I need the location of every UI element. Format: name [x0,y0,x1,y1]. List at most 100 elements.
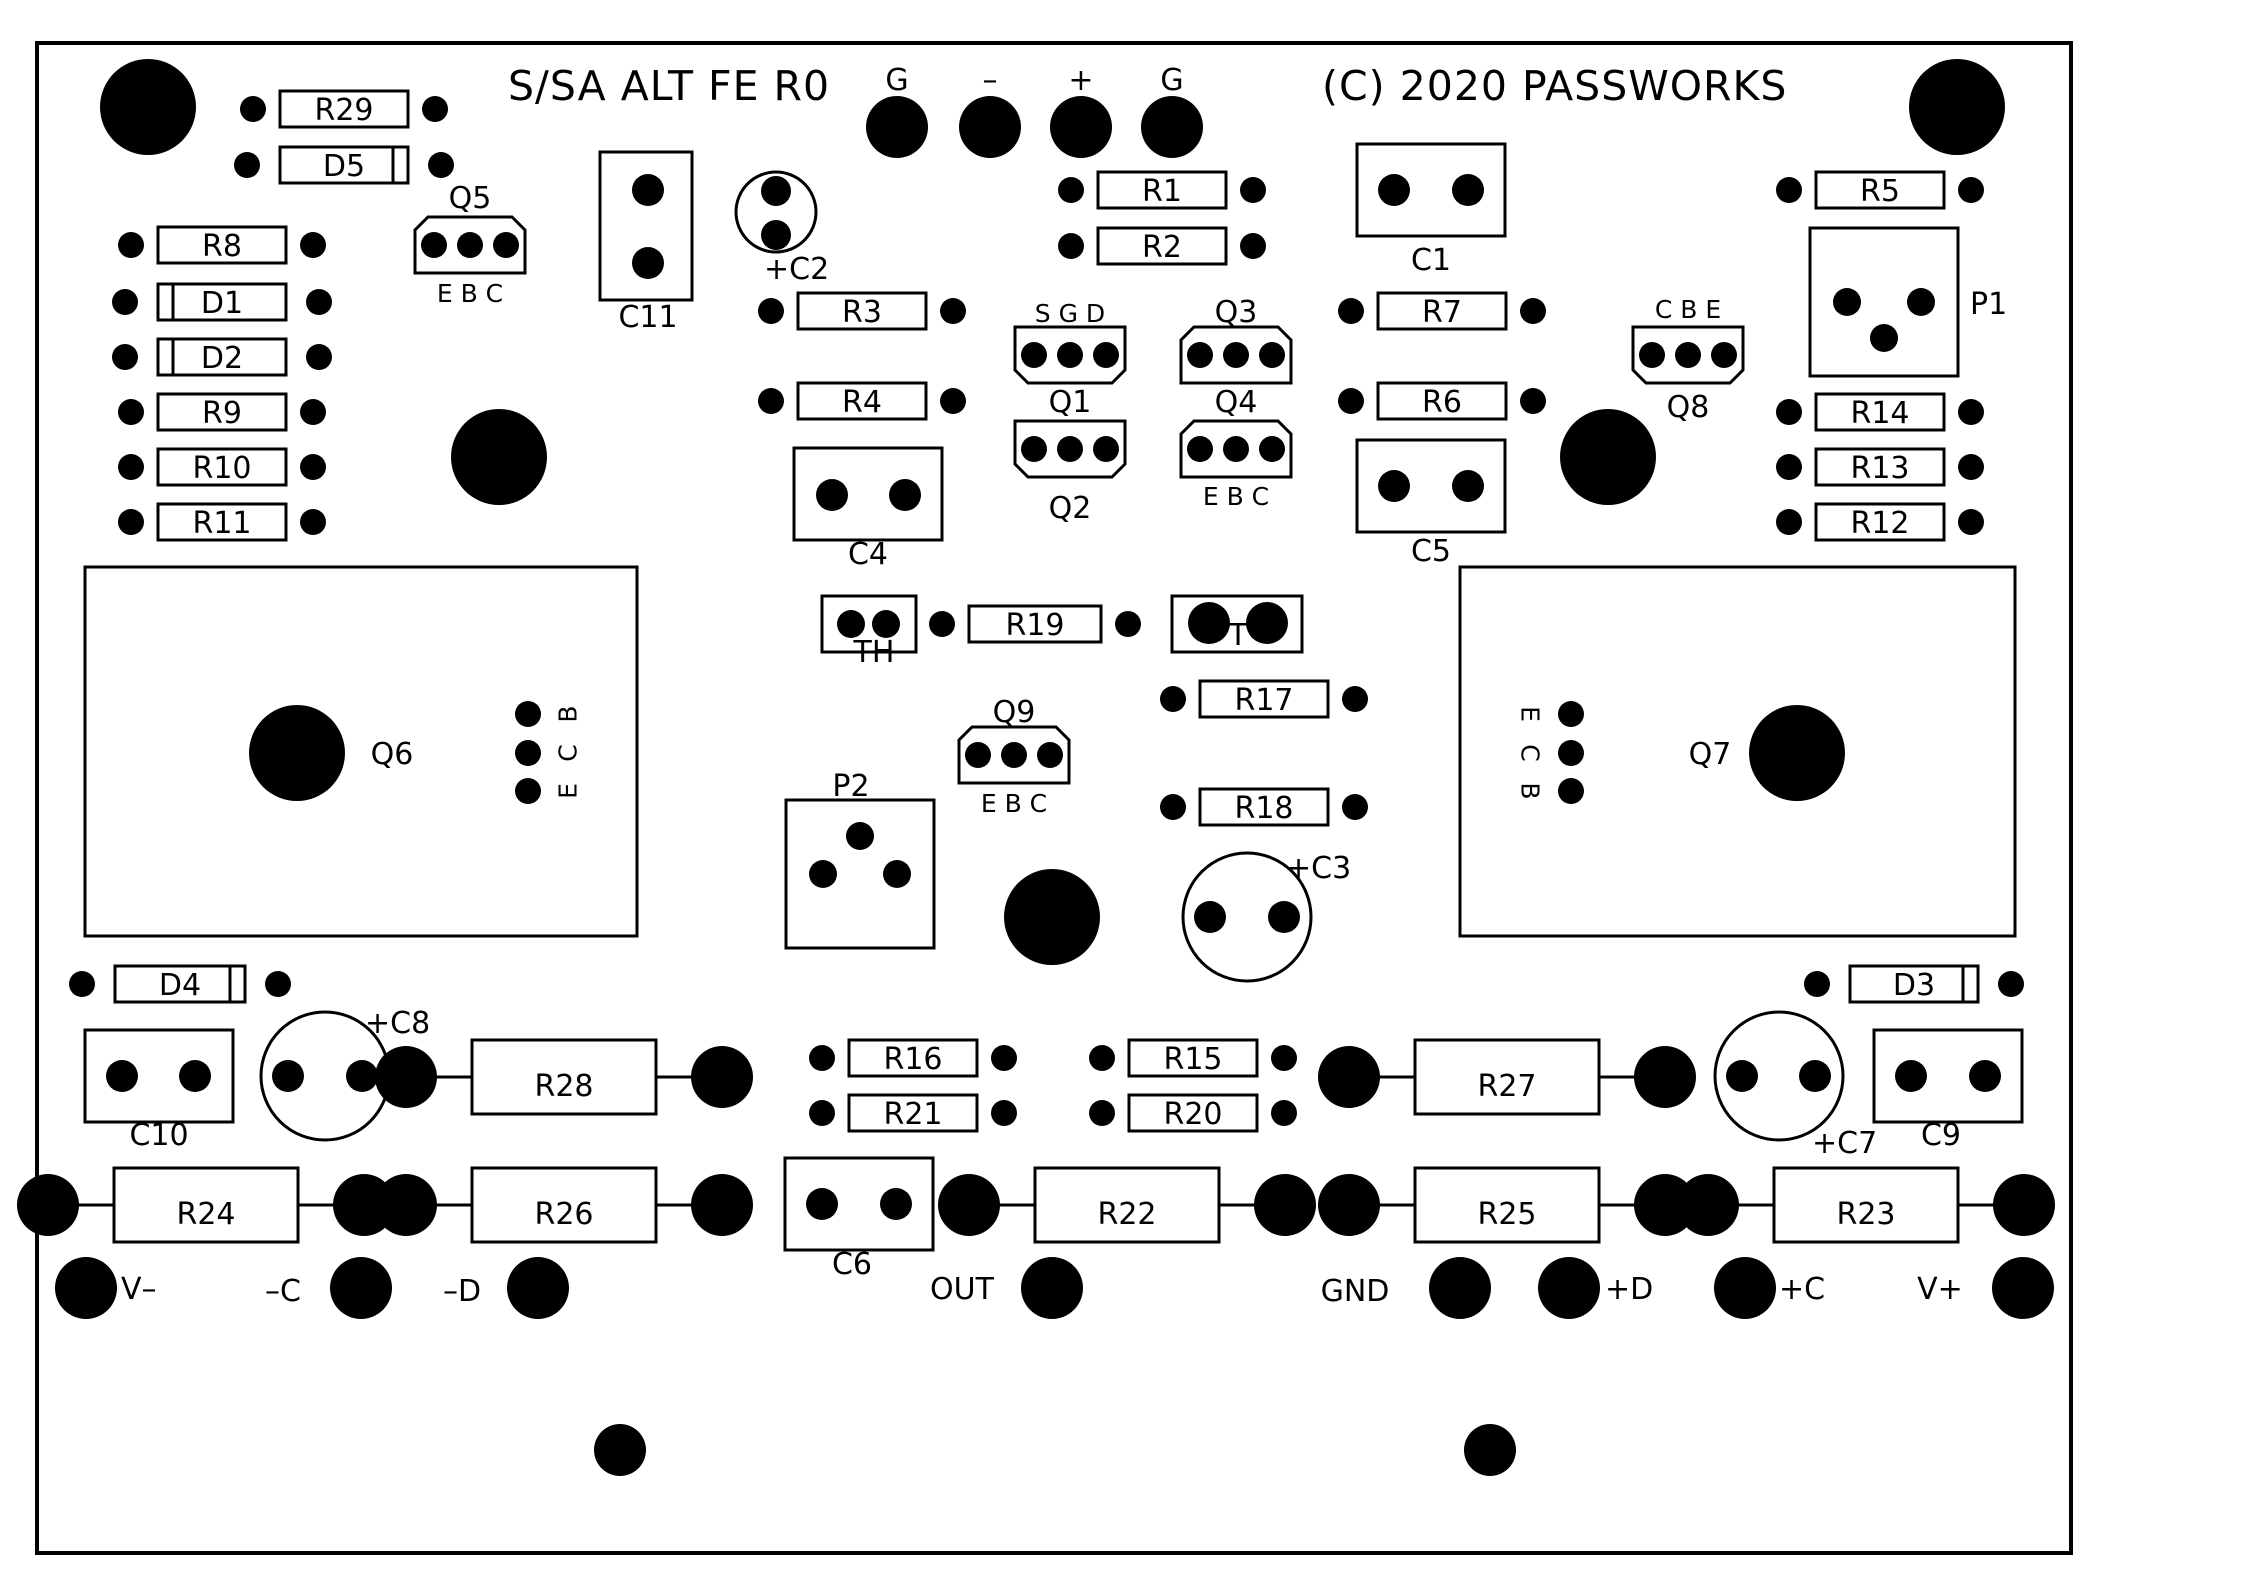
capacitor-outline [259,1010,391,1142]
capacitor-pad [346,1060,378,1092]
resistor-label: R24 [176,1197,235,1232]
transistor-pin [515,778,541,804]
resistor-label: R23 [1836,1197,1895,1232]
resistor-body [796,381,928,421]
terminal-label: G [1160,63,1183,98]
thermal-sensor: TH [820,594,918,670]
transistor-pin [1057,436,1083,462]
pot-pin [846,822,874,850]
diode: D1 [112,282,332,322]
terminal-label: +D [1605,1272,1653,1307]
power-resistor: R28 [375,1038,753,1116]
resistor-pad [1058,177,1084,203]
resistor-body [112,1166,300,1244]
resistor-body [1814,170,1946,210]
resistor-label: R5 [1860,174,1900,209]
terminal-label: – [983,63,998,98]
resistor-label: R13 [1850,451,1909,486]
resistor-label: R27 [1477,1069,1536,1104]
resistor-pad [758,298,784,324]
terminal-label: GND [1321,1274,1390,1309]
resistor-label: R8 [202,229,242,264]
resistor-body [1814,502,1946,542]
pot-label: P1 [1970,287,2007,322]
resistor-label: R9 [202,396,242,431]
transistor-pin [1037,742,1063,768]
film-capacitor: C9 [1872,1028,2024,1153]
resistor-pad [300,509,326,535]
capacitor-pad [806,1188,838,1220]
diode: D4 [69,964,291,1004]
resistor-pad [118,454,144,480]
power-resistor: R24 [17,1166,395,1244]
terminal-label: G [885,63,908,98]
transistor-pin [1021,436,1047,462]
pot-pin [1833,288,1861,316]
terminal-pad [507,1257,569,1319]
resistor-body [1096,226,1228,266]
resistor-body [1198,679,1330,719]
capacitor-label: C10 [129,1118,188,1153]
capacitor-pad [1799,1060,1831,1092]
mounting-hole [1560,409,1656,505]
resistor-body [796,291,928,331]
resistor-label: R6 [1422,385,1462,420]
resistor-pad [1634,1174,1696,1236]
capacitor-label: C11 [618,300,677,335]
capacitor-label: +C2 [764,252,829,287]
capacitor-pad [632,174,664,206]
resistor-label: R18 [1234,791,1293,826]
transistor-body [1013,419,1127,479]
resistor-pad [691,1046,753,1108]
capacitor-pad [1194,901,1226,933]
resistor-pad [240,96,266,122]
thermal-label: T [1228,618,1248,653]
resistor-pad [300,454,326,480]
transistor-pin [965,742,991,768]
diode-pad [306,289,332,315]
capacitor-label: +C3 [1286,851,1351,886]
capacitor-label: +C8 [365,1006,430,1041]
resistor-body [156,502,288,542]
resistor-pad [300,399,326,425]
pot-pin [883,860,911,888]
resistor-label: R17 [1234,683,1293,718]
resistor-body [1814,447,1946,487]
resistor-pad [1318,1046,1380,1108]
top-terminals: G–+G [866,63,1203,158]
terminal-label: +C [1779,1272,1825,1307]
film-capacitor: C1 [1355,142,1507,278]
resistor: R14 [1776,392,1984,432]
resistor: R8 [118,225,326,265]
resistor-label: R14 [1850,396,1909,431]
capacitor-pad [1378,174,1410,206]
resistor-body [278,89,410,129]
electrolytic-capacitor: +C8 [259,1006,430,1142]
resistor-label: R29 [314,93,373,128]
pin-label: C [1516,744,1545,761]
resistor-body [470,1038,658,1116]
diode-body [156,337,288,377]
resistor-pad [809,1100,835,1126]
resistor-pad [1271,1100,1297,1126]
resistor-label: R25 [1477,1197,1536,1232]
power-resistor: R22 [938,1166,1316,1244]
resistor-pad [1634,1046,1696,1108]
transistor-pin [515,740,541,766]
resistor-pad [17,1174,79,1236]
transistor-body [1013,325,1127,385]
transistor-pin [1675,342,1701,368]
resistor-pad [938,1174,1000,1236]
diode-pad [265,971,291,997]
mounting-hole [1909,59,2005,155]
resistor-pad [1776,509,1802,535]
resistor-pad [118,399,144,425]
resistor-label: R1 [1142,174,1182,209]
resistor-body [156,392,288,432]
film-capacitor: C4 [792,446,944,572]
capacitor-label: +C7 [1812,1126,1877,1161]
transistor-label: Q6 [371,737,414,772]
transistor-pin [1223,436,1249,462]
capacitor-label: C4 [848,537,888,572]
